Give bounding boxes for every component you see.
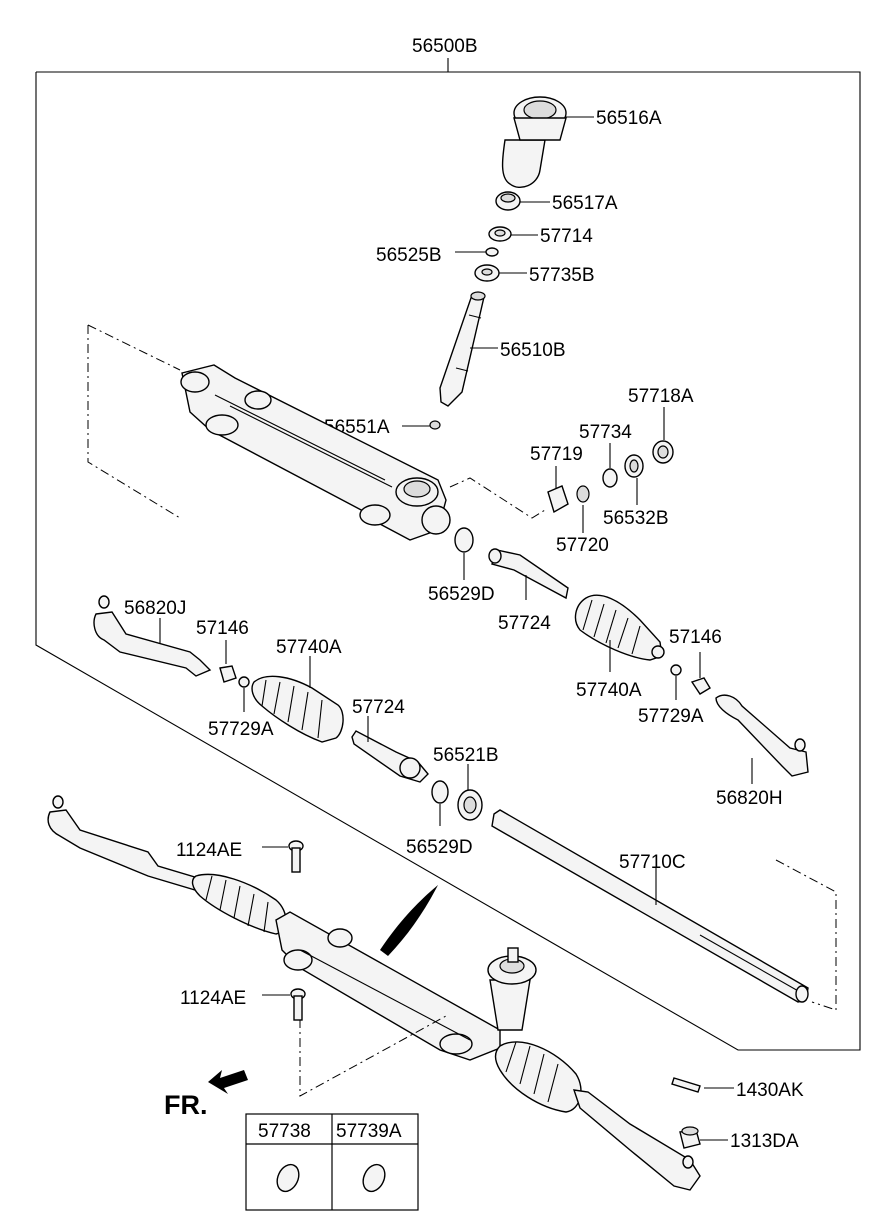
part-label-57720: 57720 (556, 535, 609, 556)
oring-56529D-lower (431, 780, 449, 804)
ring-56525B (485, 247, 499, 257)
inner-tie-rod-57724-lower (351, 730, 429, 783)
part-label-57740A-left: 57740A (276, 637, 342, 658)
tie-rod-end-56820H (715, 694, 809, 777)
part-label-57714: 57714 (540, 226, 593, 247)
part-label-57734: 57734 (579, 422, 632, 443)
part-label-57710C: 57710C (619, 852, 686, 873)
yoke-plug-56532B (624, 454, 644, 478)
gear-housing (87, 324, 546, 541)
table-header-57739A: 57739A (336, 1121, 402, 1142)
part-label-56820H: 56820H (716, 788, 783, 809)
inner-tie-rod-57724-upper (488, 548, 569, 600)
boot-57740A-right (574, 594, 665, 661)
part-label-57740A-right: 57740A (576, 680, 642, 701)
oring-56529D-upper (454, 527, 474, 553)
part-label-1313DA: 1313DA (730, 1131, 799, 1152)
locknut-57718A (652, 440, 674, 464)
plug-56551A (429, 420, 441, 430)
front-label: FR. (164, 1090, 208, 1120)
oring-57734 (602, 468, 618, 488)
part-label-57724-lower: 57724 (352, 697, 405, 718)
cotter-pin-1430AK (671, 1077, 701, 1093)
seal-56517A (495, 191, 521, 211)
washer-57714 (488, 226, 512, 242)
assembly-label: 56500B (412, 36, 478, 57)
part-label-57729A-right: 57729A (638, 706, 704, 727)
part-label-57719: 57719 (530, 444, 583, 465)
part-label-56521B: 56521B (433, 745, 499, 766)
part-label-56510B: 56510B (500, 340, 566, 361)
clip-57729A-right (670, 664, 682, 676)
part-label-1124AE-lower: 1124AE (180, 988, 246, 1009)
bolt-1124AE-upper (288, 840, 304, 873)
bearing-57735B (474, 264, 500, 282)
complete-gear-assembly (47, 795, 701, 1191)
table-header-57738: 57738 (258, 1121, 311, 1142)
part-label-1430AK: 1430AK (736, 1080, 804, 1101)
part-label-57724-upper: 57724 (498, 613, 551, 634)
rack-57710C (491, 809, 837, 1011)
tie-rod-end-56820J (93, 595, 212, 677)
pinion-shaft-56510B (439, 291, 486, 407)
pinion-cap-56516A (501, 96, 567, 188)
part-label-56525B: 56525B (376, 245, 442, 266)
part-label-57729A-left: 57729A (208, 719, 274, 740)
boot-57740A-left (251, 675, 344, 743)
nut-1313DA (679, 1126, 701, 1149)
part-label-56532B: 56532B (603, 508, 669, 529)
assembly-boundary (35, 58, 861, 1051)
spring-57720 (576, 485, 590, 503)
parts-table (245, 1113, 419, 1211)
part-label-56516A: 56516A (596, 108, 662, 129)
part-label-56529D-upper: 56529D (428, 584, 495, 605)
bolt-1124AE-lower (290, 988, 306, 1021)
part-label-57735B: 57735B (529, 265, 595, 286)
part-label-57146-right: 57146 (669, 627, 722, 648)
front-direction-arrow-icon (208, 1070, 248, 1094)
yoke-57719 (547, 485, 569, 514)
part-label-56529D-lower: 56529D (406, 837, 473, 858)
clip-57729A-left (238, 676, 250, 688)
nut-57146-right (690, 677, 711, 695)
part-label-57146-left: 57146 (196, 618, 249, 639)
part-label-1124AE-upper: 1124AE (176, 840, 242, 861)
part-label-56820J: 56820J (124, 598, 186, 619)
bushing-56521B (457, 789, 483, 821)
nut-57146-left (219, 665, 237, 683)
part-label-57718A: 57718A (628, 386, 694, 407)
part-label-56517A: 56517A (552, 193, 618, 214)
